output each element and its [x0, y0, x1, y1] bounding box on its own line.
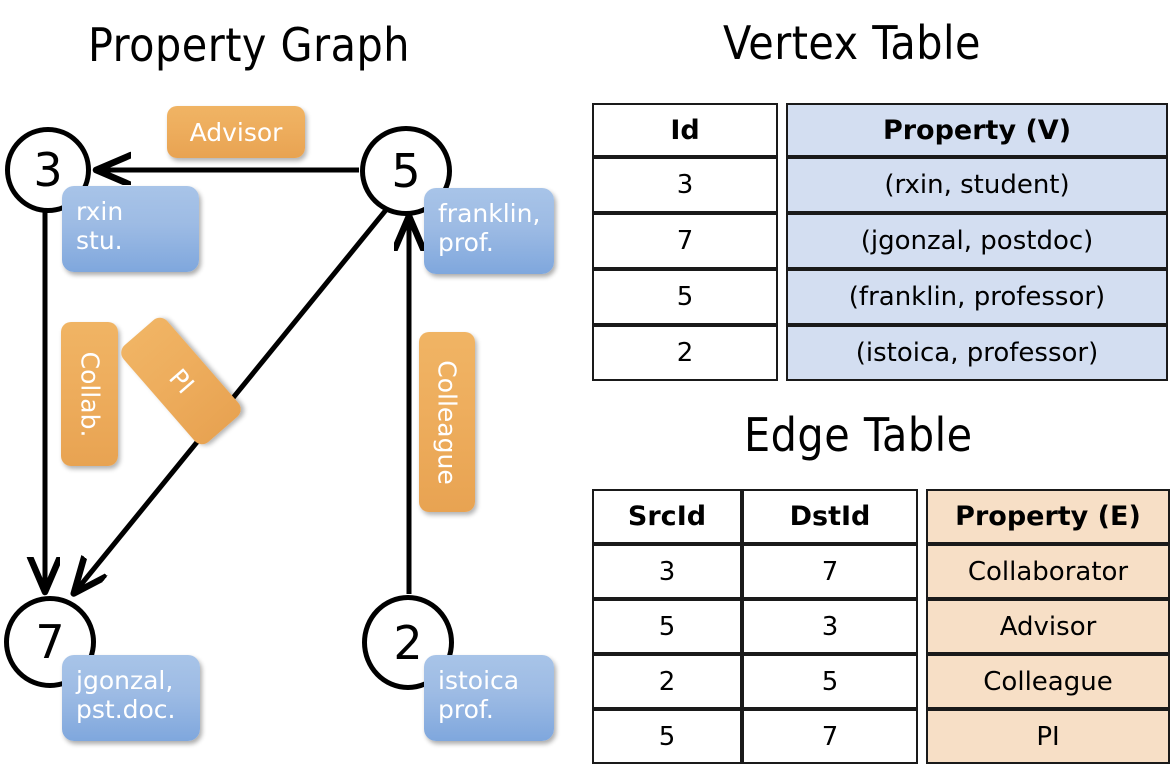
edge-table-cell-srcid: 2: [592, 654, 742, 709]
vertex-property-box-7-line2: pst.doc.: [76, 694, 176, 724]
edge-table-header-dstid: DstId: [742, 489, 918, 544]
edge-table-cell-srcid: 5: [592, 599, 742, 654]
vertex-property-box-7-line1: jgonzal,: [76, 666, 174, 695]
graph-node-2-label: 2: [393, 615, 423, 670]
table-row: 2 (istoica, professor): [592, 325, 1168, 381]
edge-table-header-property: Property (E): [926, 489, 1170, 544]
vertex-table-header-row: Id Property (V): [592, 103, 1168, 157]
edge-table-header-srcid: SrcId: [592, 489, 742, 544]
edge-table-cell-dstid: 7: [742, 709, 918, 764]
edge-label-colleague-text: Colleague: [432, 359, 462, 485]
edge-label-collab: Collab.: [61, 322, 118, 466]
vertex-property-box-3-line2: stu.: [76, 225, 123, 255]
edge-table-cell-property: PI: [926, 709, 1170, 764]
table-row: 5 3 Advisor: [592, 599, 1170, 654]
vertex-property-box-2-line2: prof.: [438, 694, 494, 724]
vertex-table-header-id: Id: [592, 103, 778, 157]
vertex-table-cell-property: (jgonzal, postdoc): [786, 213, 1168, 269]
graph-node-5-label: 5: [391, 144, 421, 198]
vertex-property-box-5-line1: franklin,: [438, 199, 541, 228]
column-gap: [778, 269, 786, 325]
edge-table-cell-dstid: 3: [742, 599, 918, 654]
property-graph-diagram: 3 5 7 2 rxin stu. franklin, prof. jgonza…: [0, 0, 585, 760]
edge-table-cell-property: Colleague: [926, 654, 1170, 709]
vertex-table-cell-property: (franklin, professor): [786, 269, 1168, 325]
table-row: 3 (rxin, student): [592, 157, 1168, 213]
edge-table-cell-dstid: 7: [742, 544, 918, 599]
column-gap: [778, 325, 786, 381]
vertex-table-header-property: Property (V): [786, 103, 1168, 157]
edge-label-advisor-text: Advisor: [189, 117, 283, 147]
edge-table-header-row: SrcId DstId Property (E): [592, 489, 1170, 544]
edge-table-cell-dstid: 5: [742, 654, 918, 709]
edge-label-advisor: Advisor: [167, 106, 305, 158]
edge-table-cell-srcid: 3: [592, 544, 742, 599]
edge-table: SrcId DstId Property (E) 3 7 Collaborato…: [592, 489, 1170, 764]
vertex-property-box-5: franklin, prof.: [424, 188, 554, 274]
graph-node-2[interactable]: 2: [362, 595, 454, 690]
edge-label-pi-text: PI: [162, 363, 200, 399]
column-gap: [918, 489, 926, 544]
edge-table-cell-property: Collaborator: [926, 544, 1170, 599]
graph-node-7-label: 7: [35, 615, 65, 669]
page-title-vertex-table: Vertex Table: [723, 16, 981, 70]
vertex-table-cell-property: (istoica, professor): [786, 325, 1168, 381]
vertex-property-box-2-line1: istoica: [438, 666, 520, 695]
column-gap: [918, 599, 926, 654]
vertex-property-box-3-line1: rxin: [76, 197, 124, 226]
vertex-table-cell-id: 5: [592, 269, 778, 325]
table-row: 5 (franklin, professor): [592, 269, 1168, 325]
edge-label-collab-text: Collab.: [75, 351, 104, 437]
vertex-table: Id Property (V) 3 (rxin, student) 7 (jgo…: [592, 103, 1168, 381]
table-row: 3 7 Collaborator: [592, 544, 1170, 599]
vertex-table-cell-id: 3: [592, 157, 778, 213]
edge-table-cell-srcid: 5: [592, 709, 742, 764]
column-gap: [778, 103, 786, 157]
column-gap: [778, 157, 786, 213]
vertex-table-cell-property: (rxin, student): [786, 157, 1168, 213]
vertex-property-box-7: jgonzal, pst.doc.: [62, 655, 200, 741]
table-row: 2 5 Colleague: [592, 654, 1170, 709]
edge-label-colleague: Colleague: [419, 332, 475, 512]
vertex-table-cell-id: 7: [592, 213, 778, 269]
vertex-property-box-2: istoica prof.: [424, 655, 554, 741]
edge-table-cell-property: Advisor: [926, 599, 1170, 654]
table-row: 7 (jgonzal, postdoc): [592, 213, 1168, 269]
vertex-property-box-5-line2: prof.: [438, 227, 494, 257]
page-title-edge-table: Edge Table: [744, 408, 973, 462]
column-gap: [778, 213, 786, 269]
page-title-property-graph: Property Graph: [88, 18, 410, 72]
table-row: 5 7 PI: [592, 709, 1170, 764]
column-gap: [918, 709, 926, 764]
column-gap: [918, 654, 926, 709]
vertex-table-cell-id: 2: [592, 325, 778, 381]
graph-node-3-label: 3: [33, 143, 63, 197]
vertex-property-box-3: rxin stu.: [62, 186, 199, 272]
column-gap: [918, 544, 926, 599]
